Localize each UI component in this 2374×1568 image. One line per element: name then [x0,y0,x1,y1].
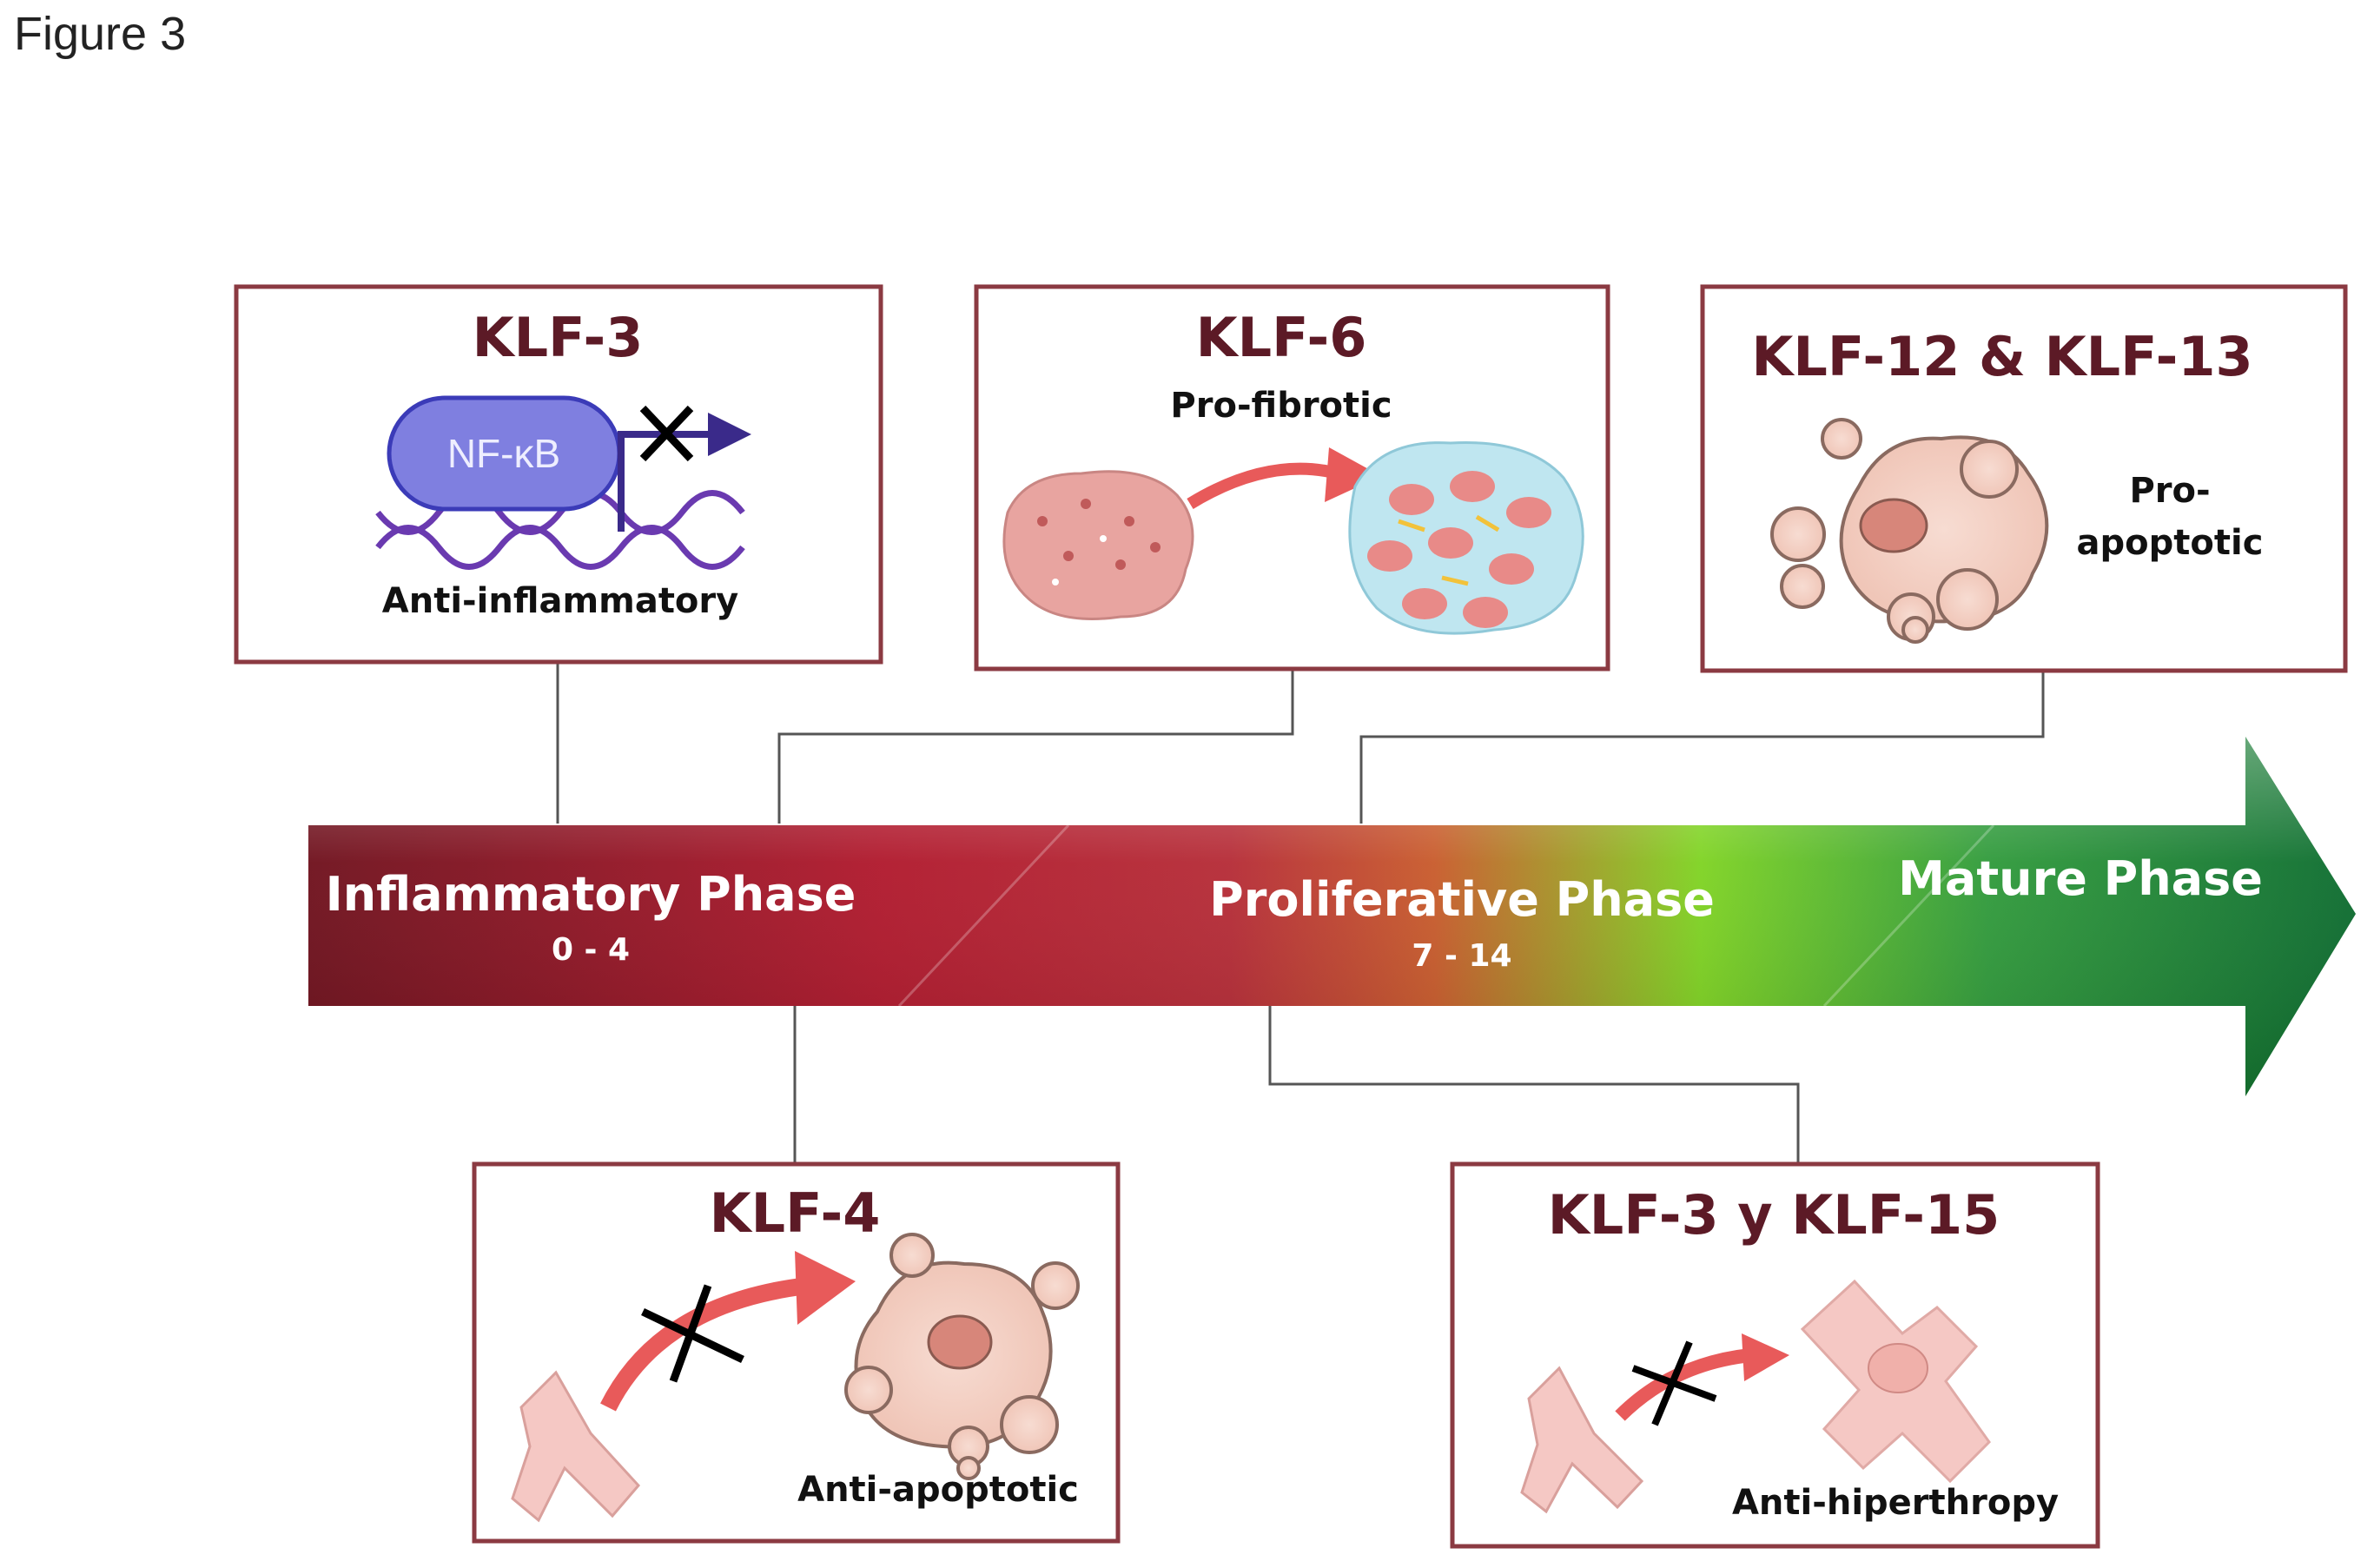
connector-klf6 [777,669,1294,824]
klf6-title: KLF-6 [1196,306,1367,369]
klf12-title: KLF-12 & KLF-13 [1751,325,2252,388]
hypertrophic-nucleus-icon [1868,1343,1928,1393]
timeline-arrow [308,737,2356,1096]
klf12-subtitle-2: apoptotic [2077,523,2264,563]
klf4-block-x-icon [641,1284,744,1383]
klf315-block-x-icon [1631,1340,1717,1426]
klf4-nucleus-icon [927,1314,993,1370]
phase-mature-label: Mature Phase [1898,851,2263,906]
box-klf4: KLF-4 Anti-apoptotic [472,1161,1121,1544]
transition-arrow-icon [1187,462,1339,509]
figure-label: Figure 3 [14,8,187,60]
klf12-subtitle-1: Pro- [2129,471,2210,511]
connector-klf315 [1268,1006,1800,1164]
klf4-title: KLF-4 [710,1181,881,1245]
promoter-arrow-icon [618,431,712,532]
nfkb-label: NF-κB [447,431,560,476]
phase-proliferative-label: Proliferative Phase [1209,872,1715,927]
phase-proliferative-days: 7 - 14 [1412,938,1511,974]
tissue-fibrotic-icon [1348,441,1584,635]
apoptotic-nucleus-icon [1859,498,1928,553]
small-cardiomyocyte-icon [1520,1366,1644,1514]
tissue-normal-icon [1002,470,1194,620]
box-klf6: KLF-6 Pro-fibrotic [974,284,1610,672]
klf3-title: KLF-3 [473,306,644,369]
phase-inflammatory-label: Inflammatory Phase [326,867,856,922]
block-x-icon [639,405,694,462]
connector-klf12 [1359,671,2045,824]
cardiomyocyte-icon [511,1370,641,1523]
box-klf3: KLF-3 NF-κB Anti-inflammatory [234,284,883,665]
klf6-subtitle: Pro-fibrotic [1170,386,1392,426]
klf4-arrow-icon [600,1277,810,1412]
box-klf12-klf13: KLF-12 & KLF-13 Pro- apoptotic [1700,284,2348,673]
klf4-subtitle: Anti-apoptotic [797,1470,1079,1510]
klf315-subtitle: Anti-hiperthropy [1732,1483,2059,1523]
dna-helix-icon [375,490,745,570]
klf3-subtitle: Anti-inflammatory [382,581,738,621]
box-klf3-klf15: KLF-3 y KLF-15 Anti-hiperthropy [1450,1161,2100,1549]
connector-lines [556,662,2045,1164]
phase-inflammatory-days: 0 - 4 [552,932,630,968]
apoptotic-cell-icon [1770,418,2049,644]
klf315-title: KLF-3 y KLF-15 [1548,1183,2000,1247]
